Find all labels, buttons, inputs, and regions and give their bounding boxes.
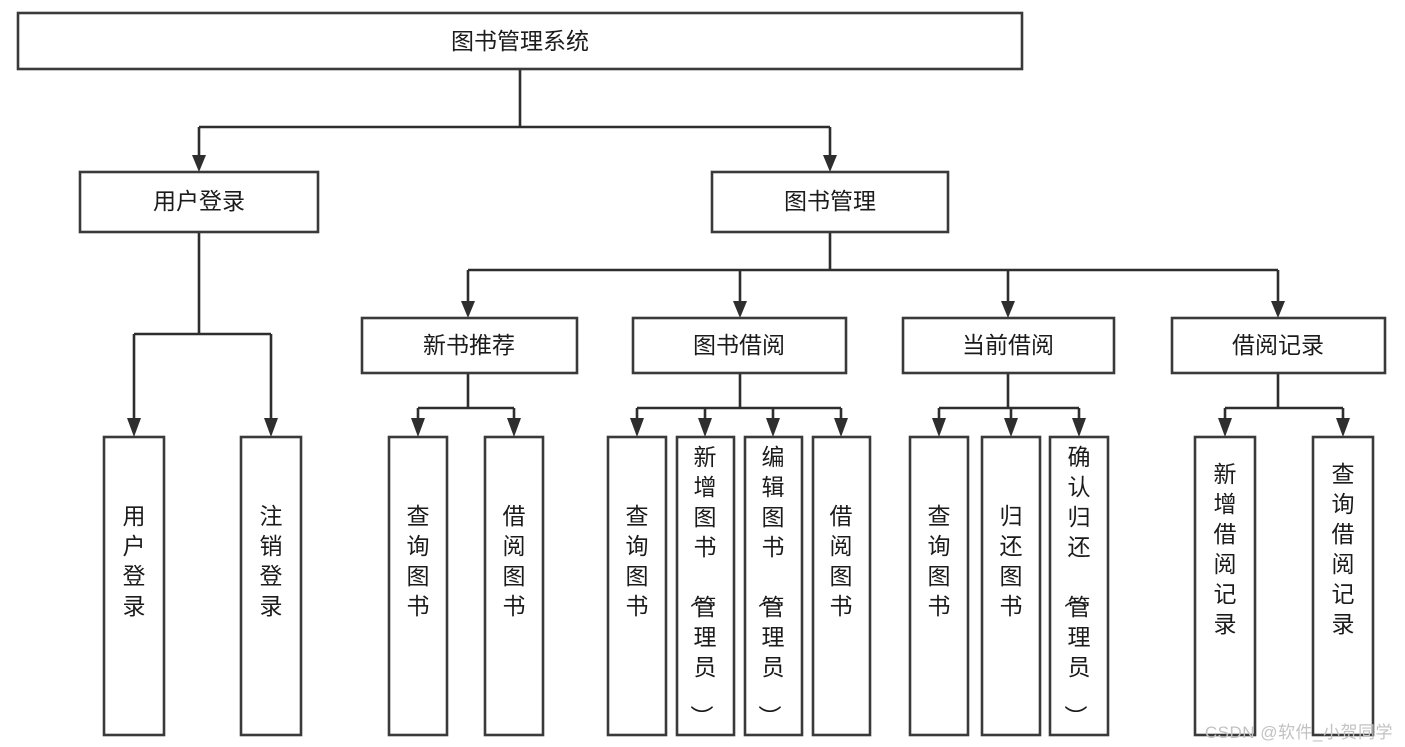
node-leaf-user-logout[interactable]: 注销登录 [239,435,303,737]
node-leaf-query-record[interactable]: 查询借阅记录 [1311,435,1375,737]
node-book-borrow[interactable]: 图书借阅 [631,316,848,375]
node-current-borrow[interactable]: 当前借阅 [901,316,1116,375]
node-leaf-borrow-book-1[interactable]: 借阅图书 [483,435,545,737]
arrowhead-leaf-query-book-2 [630,418,644,437]
arrowhead-leaf-add-record [1218,418,1232,437]
node-leaf-add-record-label: 新增借阅记录 [1214,461,1237,637]
node-leaf-query-record-label: 查询借阅记录 [1332,461,1355,637]
node-leaf-add-record[interactable]: 新增借阅记录 [1193,435,1257,737]
node-leaf-borrow-book-2-label: 借阅图书 [830,503,853,619]
node-leaf-edit-book-label: 编辑图书（管理员） [757,444,785,728]
node-new-book-recommend[interactable]: 新书推荐 [360,316,579,375]
node-book-borrow-label: 图书借阅 [693,332,785,358]
arrowhead-leaf-borrow-book-1 [507,418,521,437]
node-borrow-record[interactable]: 借阅记录 [1170,316,1387,375]
node-leaf-user-logout-label: 注销登录 [260,503,283,619]
node-leaf-confirm-return-label: 确认归还（管理员） [1063,444,1091,728]
arrowhead-borrow-record [1271,301,1285,318]
node-leaf-user-login-label: 用户登录 [123,503,146,619]
node-leaf-query-book-2[interactable]: 查询图书 [606,435,668,737]
node-root-label: 图书管理系统 [451,28,589,54]
arrowhead-leaf-borrow-book-2 [834,418,848,437]
node-leaf-query-book-3[interactable]: 查询图书 [908,435,970,737]
node-leaf-query-book-3-label: 查询图书 [928,503,951,619]
node-leaf-add-book-label: 新增图书（管理员） [689,444,717,728]
node-leaf-return-book[interactable]: 归还图书 [980,435,1042,737]
node-leaf-user-login[interactable]: 用户登录 [102,435,166,737]
node-root[interactable]: 图书管理系统 [16,11,1024,71]
arrowhead-leaf-user-logout [264,418,278,437]
node-user-login[interactable]: 用户登录 [78,170,320,234]
node-leaf-query-book-1-label: 查询图书 [407,503,430,619]
node-leaf-borrow-book-2[interactable]: 借阅图书 [811,435,872,737]
arrowhead-book-borrow [733,301,747,318]
csdn-watermark: CSDN @软件_小贺同学 [1204,723,1393,742]
node-user-login-label: 用户登录 [153,188,245,214]
node-leaf-query-book-1[interactable]: 查询图书 [387,435,449,737]
arrowhead-user-login [192,155,206,172]
node-leaf-confirm-return[interactable]: 确认归还（管理员） [1048,435,1110,737]
arrowhead-leaf-query-record [1336,418,1350,437]
node-leaf-edit-book[interactable]: 编辑图书（管理员） [743,435,804,737]
node-book-manage[interactable]: 图书管理 [710,170,950,234]
node-new-book-recommend-label: 新书推荐 [423,332,515,358]
connector-layer [127,69,1350,437]
arrowhead-book-manage [823,155,837,172]
arrowhead-leaf-return-book [1004,418,1018,437]
arrowhead-leaf-add-book [698,418,712,437]
node-book-manage-label: 图书管理 [784,188,876,214]
arrowhead-leaf-query-book-3 [932,418,946,437]
node-leaf-borrow-book-1-label: 借阅图书 [503,503,526,619]
arrowhead-current-borrow [1001,301,1015,318]
arrowhead-leaf-query-book-1 [411,418,425,437]
arrowhead-leaf-user-login [127,418,141,437]
arrowhead-leaf-confirm-return [1072,418,1086,437]
node-current-borrow-label: 当前借阅 [962,332,1054,358]
node-leaf-query-book-2-label: 查询图书 [626,503,649,619]
arrowhead-leaf-edit-book [766,418,780,437]
node-leaf-return-book-label: 归还图书 [1000,503,1023,619]
arrowhead-new-book-recommend [461,301,475,318]
node-leaf-add-book[interactable]: 新增图书（管理员） [675,435,736,737]
node-borrow-record-label: 借阅记录 [1232,332,1324,358]
